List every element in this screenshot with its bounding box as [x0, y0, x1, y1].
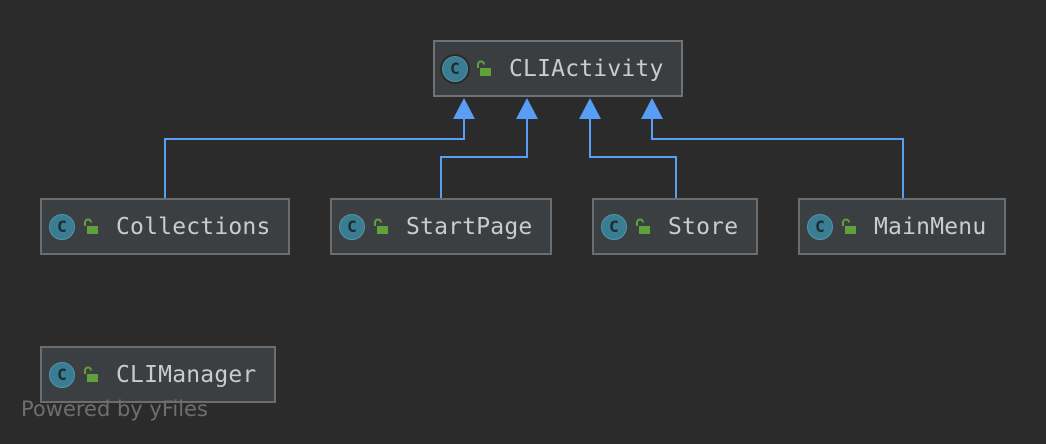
class-name-label: Collections — [116, 213, 271, 240]
arrowhead-startpage — [516, 98, 538, 119]
class-node-cliactivity[interactable]: C CLIActivity — [433, 40, 683, 97]
class-node-startpage[interactable]: C StartPage — [330, 198, 552, 255]
class-name-label: CLIManager — [116, 361, 257, 388]
edge-collections-to-cliactivity — [164, 118, 465, 198]
class-name-label: MainMenu — [874, 213, 987, 240]
class-name-label: Store — [668, 213, 739, 240]
arrowhead-collections — [453, 98, 475, 119]
class-icon: C — [440, 53, 470, 84]
arrowhead-mainmenu — [641, 98, 663, 119]
class-node-store[interactable]: C Store — [592, 198, 758, 255]
class-name-label: CLIActivity — [509, 55, 664, 82]
edge-mainmenu-to-cliactivity — [651, 118, 904, 198]
unlocked-icon — [374, 218, 388, 234]
yfiles-watermark: Powered by yFiles — [21, 397, 208, 421]
unlocked-icon — [842, 218, 856, 234]
edge-store-to-cliactivity — [589, 118, 677, 198]
unlocked-icon — [84, 218, 98, 234]
unlocked-icon — [84, 366, 98, 382]
unlocked-icon — [477, 60, 491, 76]
unlocked-icon — [636, 218, 650, 234]
class-node-climanager[interactable]: C CLIManager — [40, 346, 276, 403]
class-icon: C — [49, 213, 75, 240]
class-icon: C — [49, 361, 75, 388]
class-icon: C — [601, 213, 627, 240]
class-icon: C — [807, 213, 833, 240]
class-name-label: StartPage — [406, 213, 533, 240]
class-node-collections[interactable]: C Collections — [40, 198, 290, 255]
class-node-mainmenu[interactable]: C MainMenu — [798, 198, 1006, 255]
edge-startpage-to-cliactivity — [440, 118, 528, 198]
arrowhead-store — [579, 98, 601, 119]
class-icon: C — [339, 213, 365, 240]
